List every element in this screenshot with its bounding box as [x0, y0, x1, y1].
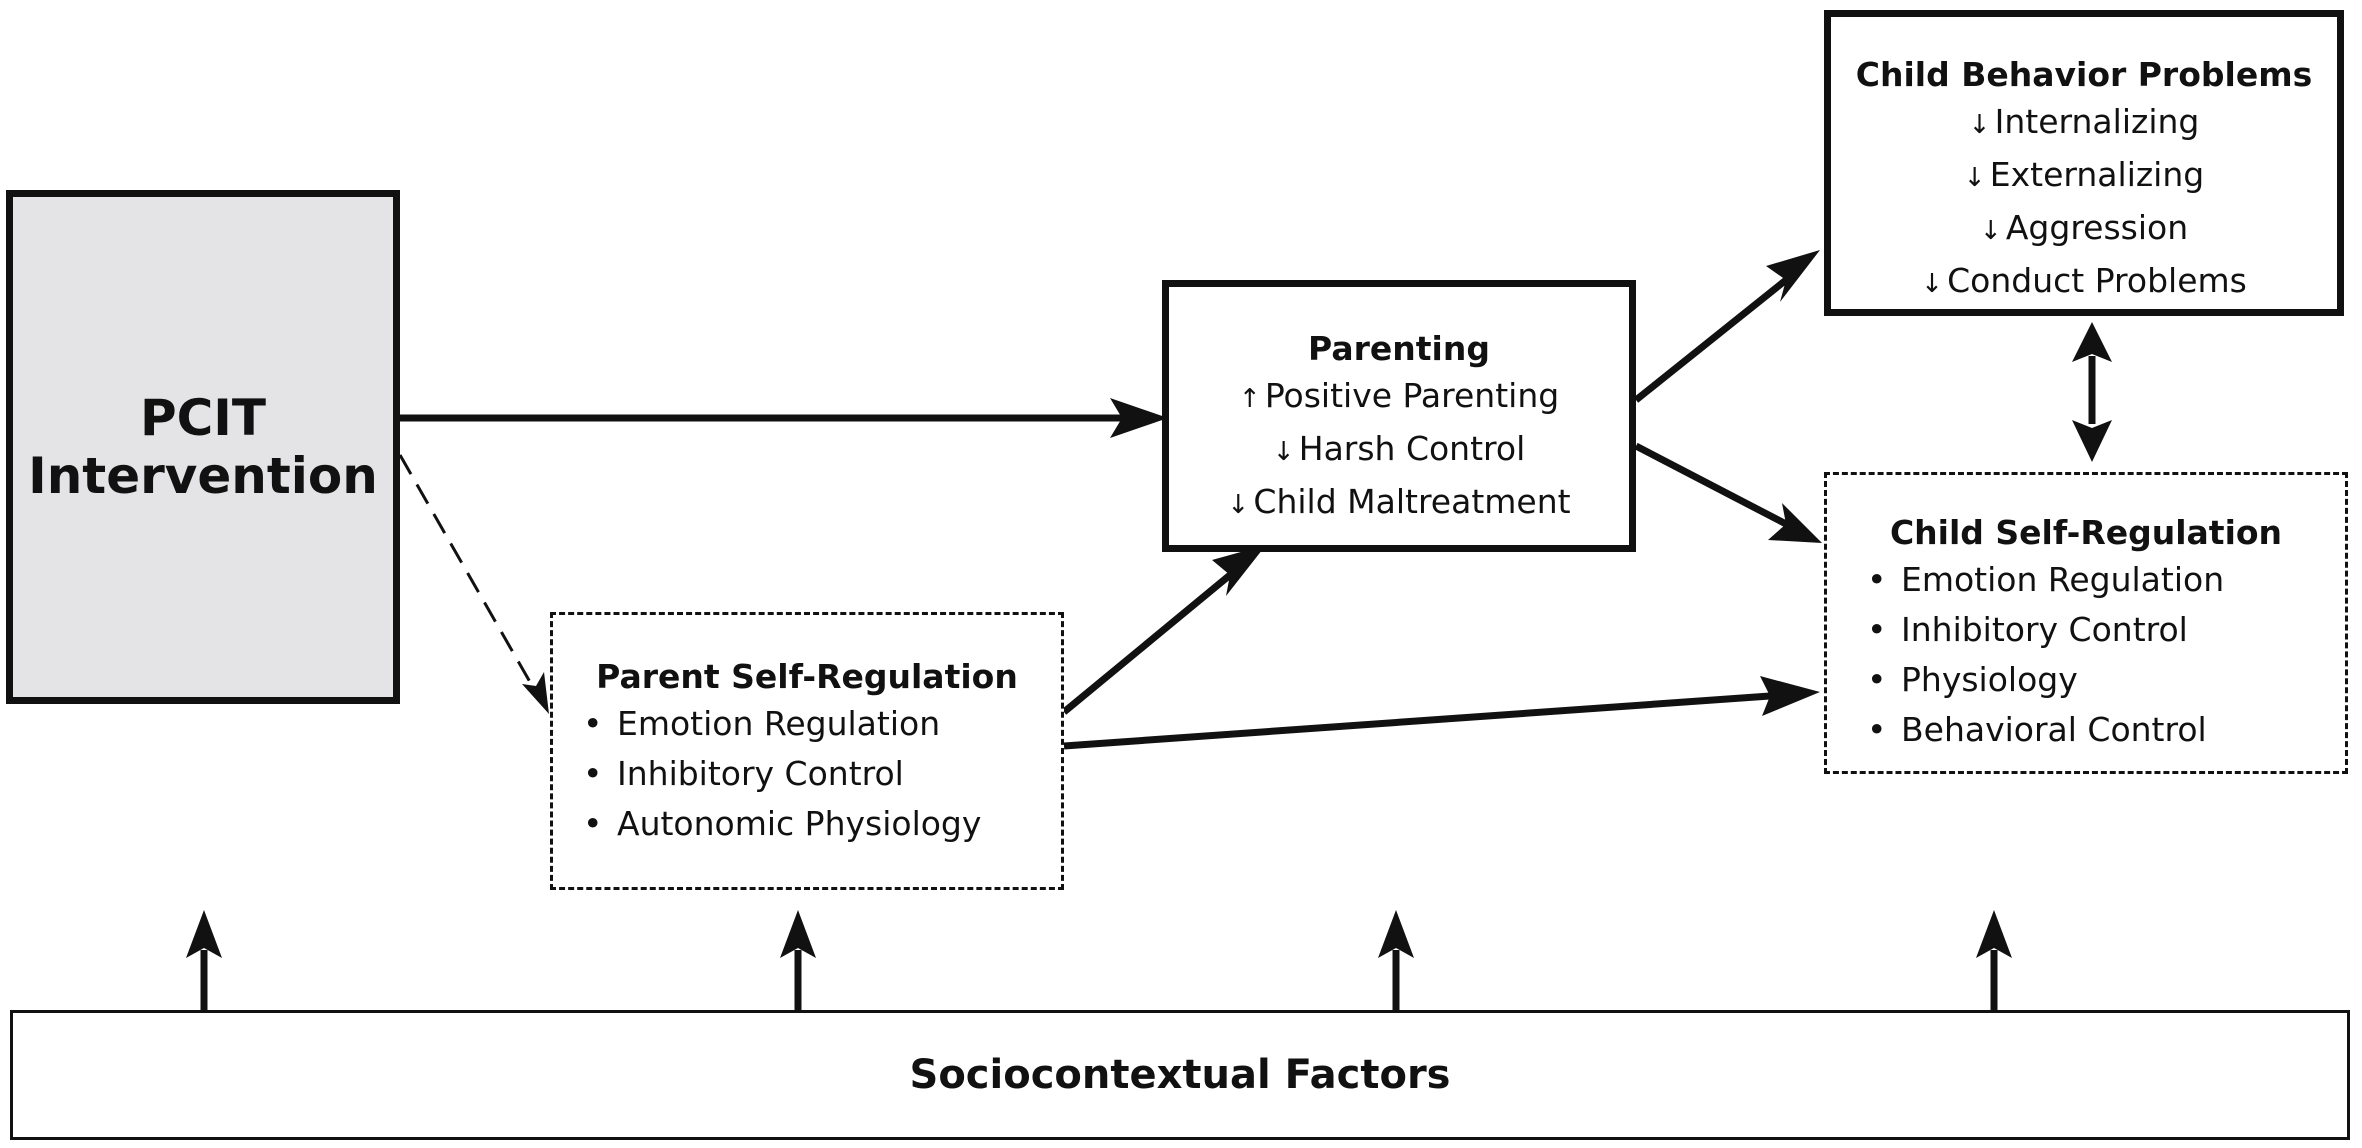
pcit-line2: Intervention [28, 447, 378, 505]
child-self-regulation-box: Child Self-Regulation • Emotion Regulatio… [1824, 472, 2348, 774]
parenting-item: ↓Child Maltreatment [1169, 477, 1629, 530]
arrow-parenting-to-child-sr [1634, 442, 1822, 543]
child-sr-title: Child Self-Regulation [1889, 513, 2283, 552]
child-behavior-title: Child Behavior Problems [1855, 55, 2313, 94]
parenting-item-text: Positive Parenting [1264, 376, 1560, 415]
child-behavior-problems-box: Child Behavior Problems ↓Internalizing↓E… [1824, 10, 2344, 316]
parenting-item-text: Harsh Control [1298, 429, 1526, 468]
bullet-icon: • [583, 754, 603, 793]
parent-sr-item: • Inhibitory Control [583, 749, 1061, 799]
child-sr-item: • Behavioral Control [1867, 705, 2345, 755]
child-sr-item: • Emotion Regulation [1867, 555, 2345, 605]
child-behavior-item-text: Aggression [2005, 208, 2189, 247]
parenting-title: Parenting [1308, 329, 1490, 368]
decrease-arrow-icon: ↓ [1968, 110, 1991, 140]
sociocontextual-factors-box: Sociocontextual Factors [10, 1010, 2350, 1140]
parent-sr-item-text: Emotion Regulation [617, 704, 941, 743]
parenting-item: ↓Harsh Control [1169, 424, 1629, 477]
parenting-item-text: Child Maltreatment [1253, 482, 1571, 521]
pcit-line1: PCIT [139, 389, 267, 447]
arrow-sociocontextual-to-child-sr [1976, 910, 2012, 1010]
sociocontextual-label: Sociocontextual Factors [909, 1052, 1451, 1098]
child-sr-item: • Inhibitory Control [1867, 605, 2345, 655]
child-sr-item-text: Behavioral Control [1901, 710, 2207, 749]
arrow-sociocontextual-to-parenting [1378, 910, 1414, 1010]
bullet-icon: • [1867, 560, 1887, 599]
decrease-arrow-icon: ↓ [1921, 269, 1943, 299]
decrease-arrow-icon: ↓ [1227, 490, 1250, 520]
bullet-icon: • [1867, 710, 1887, 749]
child-behavior-item-text: Externalizing [1989, 155, 2205, 194]
decrease-arrow-icon: ↓ [1272, 437, 1295, 467]
arrow-pcit-to-parenting [398, 398, 1168, 438]
child-sr-item-text: Emotion Regulation [1901, 560, 2225, 599]
child-sr-item-text: Inhibitory Control [1901, 610, 2188, 649]
bullet-icon: • [583, 804, 603, 843]
child-behavior-item: ↓Conduct Problems [1831, 256, 2337, 309]
arrow-pcit-to-parent-self-regulation [398, 454, 549, 714]
arrow-sociocontextual-to-parent-sr [780, 910, 816, 1010]
parenting-items: ↑Positive Parenting↓Harsh Control↓Child … [1169, 371, 1629, 530]
child-behavior-item-text: Internalizing [1994, 102, 2200, 141]
bullet-icon: • [583, 704, 603, 743]
parent-sr-item-text: Autonomic Physiology [617, 804, 982, 843]
arrow-parent-sr-to-child-sr [1063, 676, 1820, 750]
parent-self-regulation-box: Parent Self-Regulation • Emotion Regulati… [550, 612, 1064, 890]
child-sr-item-text: Physiology [1901, 660, 2078, 699]
bullet-icon: • [1867, 660, 1887, 699]
child-sr-item: • Physiology [1867, 655, 2345, 705]
parent-sr-item: • Emotion Regulation [583, 699, 1061, 749]
bullet-icon: • [1867, 610, 1887, 649]
arrow-sociocontextual-to-pcit [186, 910, 222, 1010]
pcit-intervention-box: PCIT Intervention [6, 190, 400, 704]
parent-sr-item-text: Inhibitory Control [617, 754, 904, 793]
parent-sr-items: • Emotion Regulation • Inhibitory Control • A… [583, 699, 1061, 849]
decrease-arrow-icon: ↓ [1963, 163, 1986, 193]
increase-arrow-icon: ↑ [1238, 384, 1261, 414]
child-behavior-items: ↓Internalizing↓Externalizing↓Aggression↓… [1831, 97, 2337, 309]
parent-sr-item: • Autonomic Physiology [583, 799, 1061, 849]
decrease-arrow-icon: ↓ [1979, 216, 2002, 246]
parenting-item: ↑Positive Parenting [1169, 371, 1629, 424]
arrow-parenting-to-child-behavior [1633, 250, 1820, 403]
parenting-box: Parenting ↑Positive Parenting↓Harsh Cont… [1162, 280, 1636, 552]
parent-sr-title: Parent Self-Regulation [596, 657, 1018, 696]
child-sr-items: • Emotion Regulation • Inhibitory Control • P… [1867, 555, 2345, 755]
arrow-child-behavior-child-sr-bidirectional [2072, 322, 2112, 462]
child-behavior-item-text: Conduct Problems [1947, 261, 2247, 300]
child-behavior-item: ↓Externalizing [1831, 150, 2337, 203]
child-behavior-item: ↓Aggression [1831, 203, 2337, 256]
arrow-parent-sr-to-parenting [1061, 545, 1266, 715]
child-behavior-item: ↓Internalizing [1831, 97, 2337, 150]
